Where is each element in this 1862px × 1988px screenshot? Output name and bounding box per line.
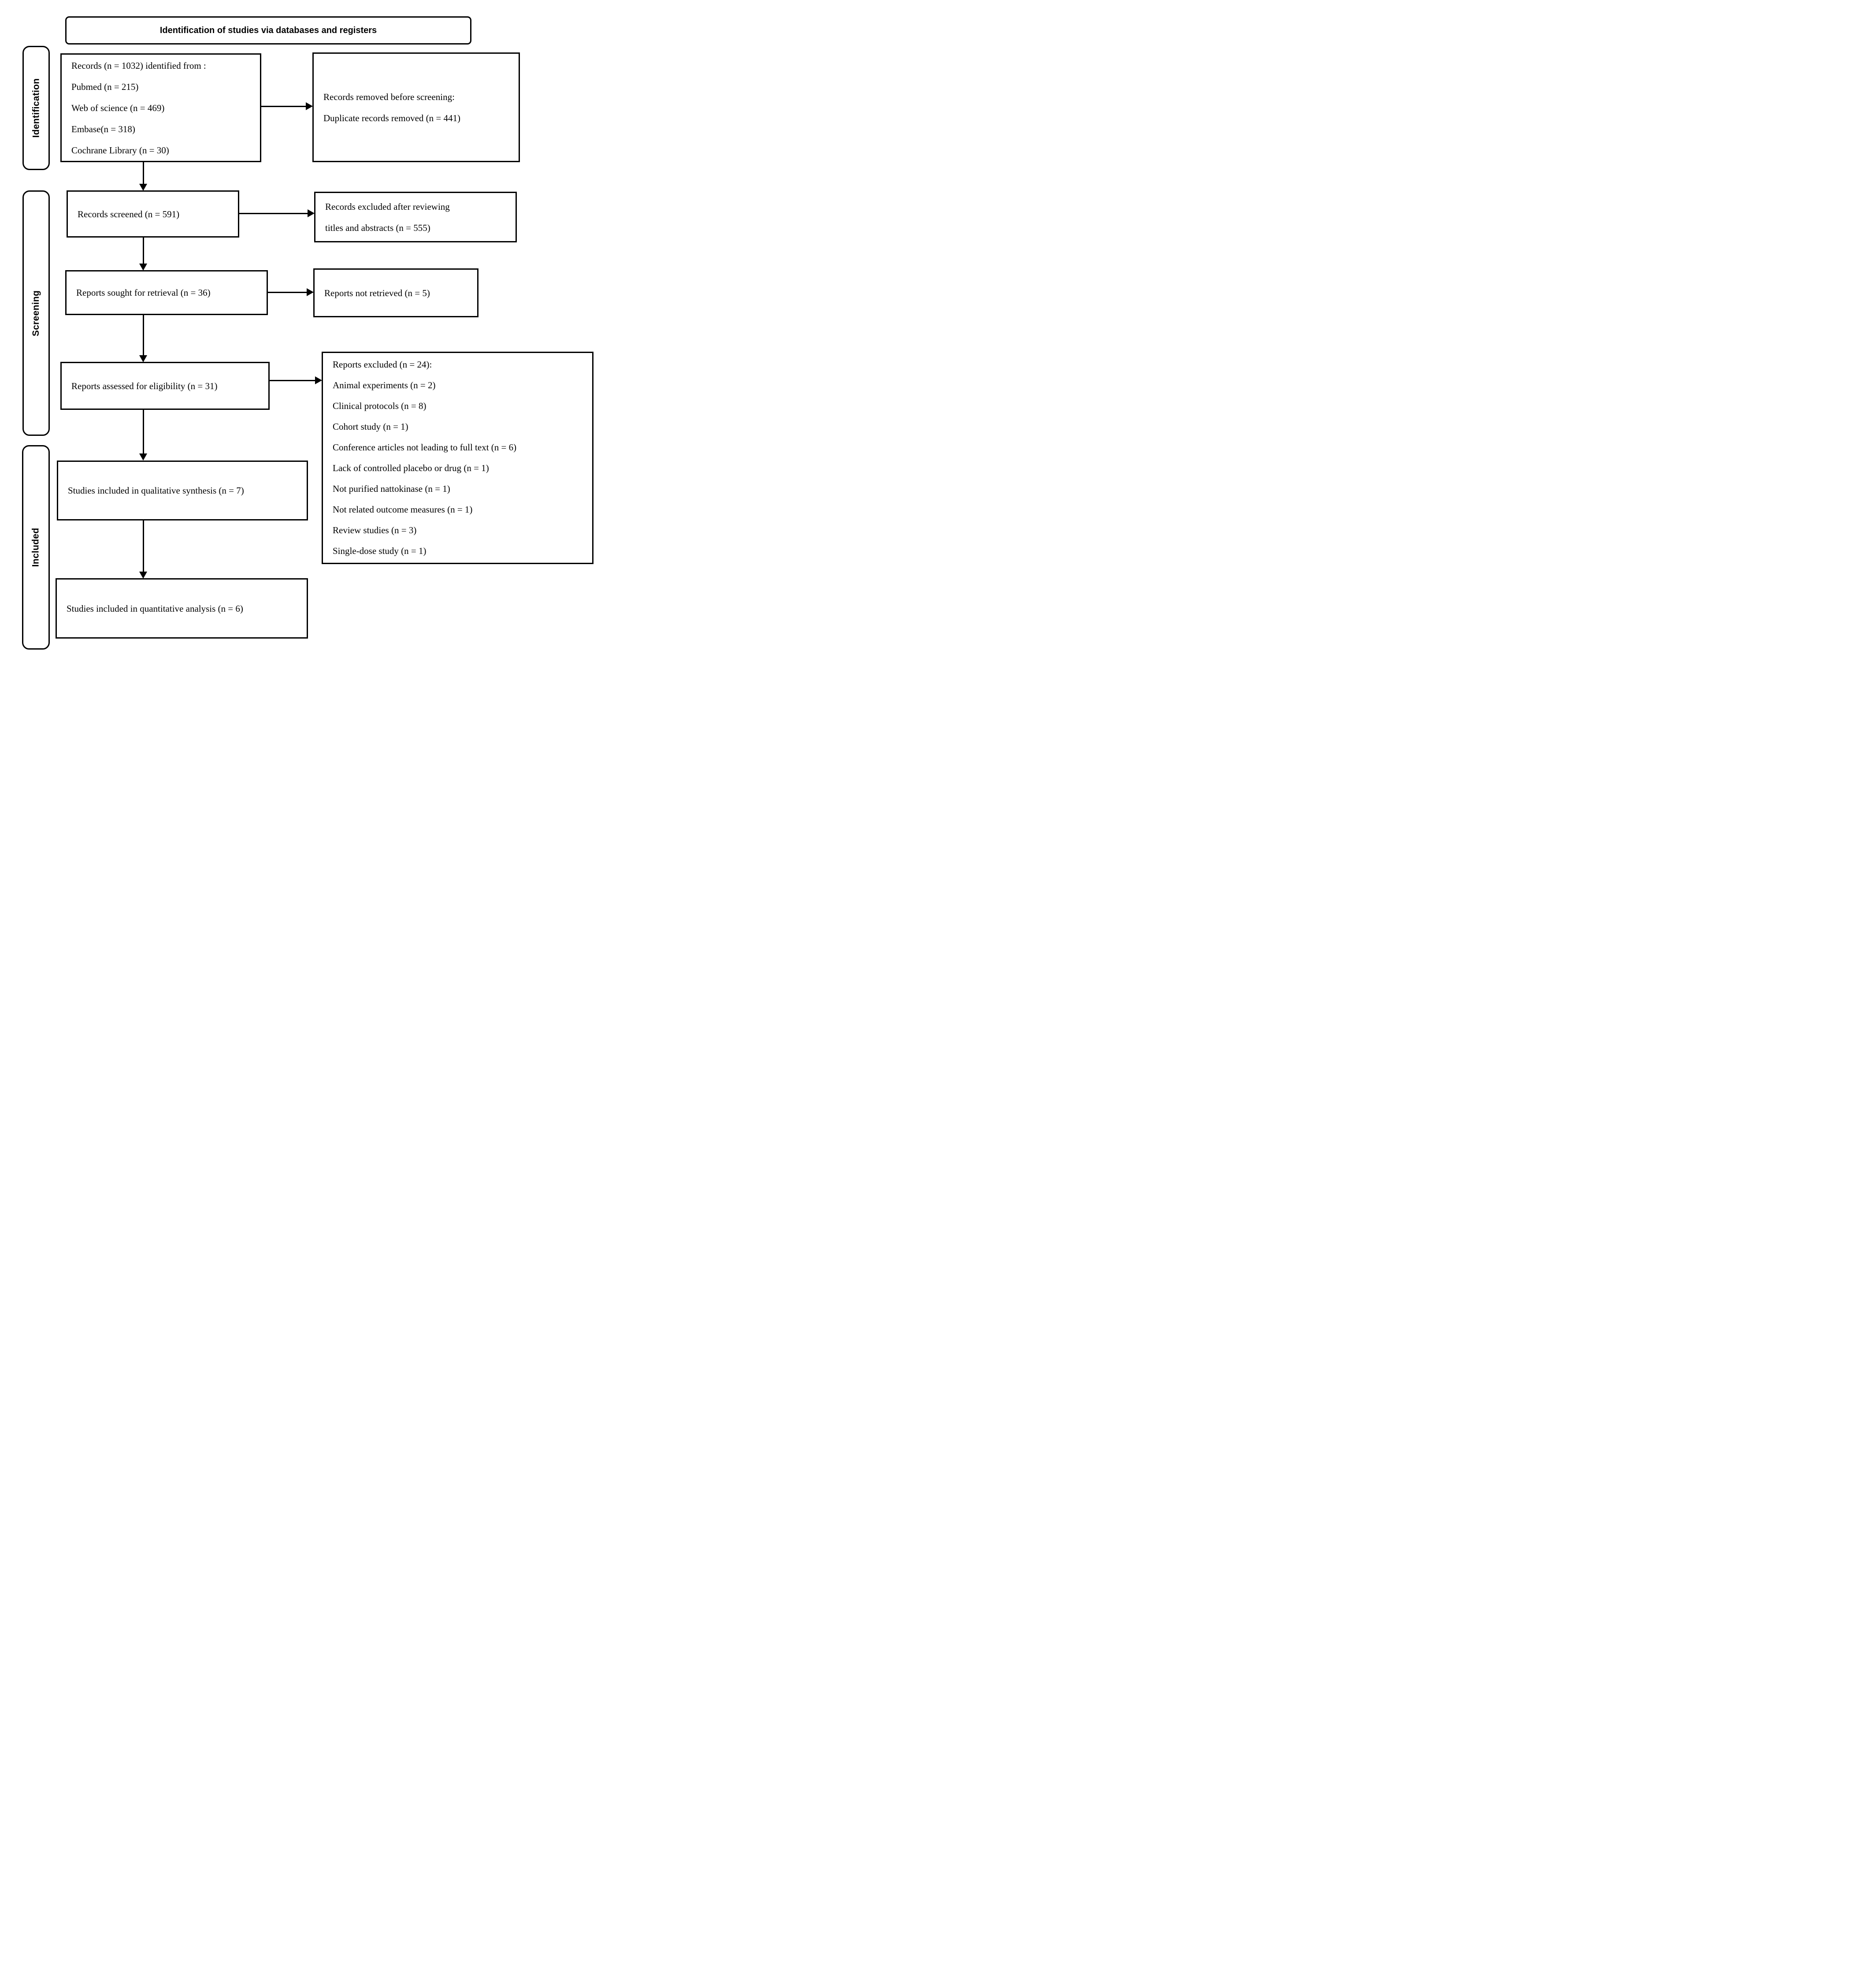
exclusion-reason: Cohort study (n = 1)	[333, 421, 408, 432]
diagram-title-box: Identification of studies via databases …	[65, 16, 471, 45]
records-excluded-line: Records excluded after reviewing	[325, 201, 450, 212]
box-reports-excluded-reasons: Reports excluded (n = 24): Animal experi…	[322, 352, 593, 564]
box-records-removed: Records removed before screening: Duplic…	[312, 52, 520, 162]
exclusion-reason: Lack of controlled placebo or drug (n = …	[333, 463, 489, 473]
arrow-screened-to-sought-head	[139, 264, 147, 271]
records-identified-line: Cochrane Library (n = 30)	[71, 145, 169, 156]
reports-sought-label: Reports sought for retrieval (n = 36)	[76, 287, 211, 298]
qualitative-synthesis-label: Studies included in qualitative synthesi…	[68, 485, 244, 496]
arrow-sought-to-assessed-head	[139, 355, 147, 362]
box-reports-sought: Reports sought for retrieval (n = 36)	[65, 270, 268, 315]
exclusion-reason: Clinical protocols (n = 8)	[333, 401, 427, 411]
box-records-excluded-titles: Records excluded after reviewing titles …	[314, 192, 517, 242]
box-reports-assessed: Reports assessed for eligibility (n = 31…	[60, 362, 270, 410]
arrow-assessed-to-qualitative-shaft	[143, 410, 144, 454]
arrow-identified-to-removed-shaft	[261, 106, 307, 107]
arrow-screened-to-excluded-head	[308, 209, 315, 217]
arrow-assessed-to-excluded-shaft	[270, 380, 316, 381]
records-removed-line: Duplicate records removed (n = 441)	[323, 112, 460, 123]
records-excluded-line: titles and abstracts (n = 555)	[325, 222, 430, 233]
records-removed-line: Records removed before screening:	[323, 91, 455, 102]
records-identified-line: Web of science (n = 469)	[71, 102, 165, 113]
exclusion-reason: Not related outcome measures (n = 1)	[333, 504, 473, 515]
arrow-qualitative-to-quantitative-head	[139, 572, 147, 579]
arrow-sought-to-notretrieved-shaft	[268, 292, 308, 293]
arrow-identified-to-screened-head	[139, 184, 147, 191]
stage-included-label: Included	[30, 528, 41, 567]
exclusion-reason: Review studies (n = 3)	[333, 525, 417, 535]
records-identified-line: Records (n = 1032) identified from :	[71, 60, 206, 71]
diagram-title: Identification of studies via databases …	[159, 25, 377, 35]
box-records-identified: Records (n = 1032) identified from : Pub…	[60, 53, 261, 162]
box-qualitative-synthesis: Studies included in qualitative synthesi…	[57, 461, 308, 520]
arrow-screened-to-excluded-shaft	[239, 213, 308, 214]
stage-identification: Identification	[22, 46, 50, 170]
records-screened-label: Records screened (n = 591)	[78, 208, 180, 219]
quantitative-analysis-label: Studies included in quantitative analysi…	[67, 603, 243, 614]
stage-screening: Screening	[22, 190, 50, 436]
exclusion-reason: Not purified nattokinase (n = 1)	[333, 483, 450, 494]
reports-not-retrieved-label: Reports not retrieved (n = 5)	[324, 287, 430, 298]
arrow-sought-to-assessed-shaft	[143, 315, 144, 356]
box-reports-not-retrieved: Reports not retrieved (n = 5)	[313, 268, 478, 317]
arrow-assessed-to-qualitative-head	[139, 453, 147, 461]
records-identified-line: Embase(n = 318)	[71, 123, 135, 134]
exclusion-reason: Conference articles not leading to full …	[333, 442, 517, 453]
exclusion-reason: Animal experiments (n = 2)	[333, 380, 436, 390]
box-records-screened: Records screened (n = 591)	[67, 190, 239, 238]
arrow-identified-to-screened-shaft	[143, 162, 144, 185]
arrow-assessed-to-excluded-head	[315, 376, 322, 384]
arrow-sought-to-notretrieved-head	[307, 288, 314, 296]
reports-assessed-label: Reports assessed for eligibility (n = 31…	[71, 380, 218, 391]
stage-screening-label: Screening	[31, 290, 41, 336]
exclusion-reason: Reports excluded (n = 24):	[333, 359, 432, 370]
arrow-screened-to-sought-shaft	[143, 238, 144, 264]
stage-identification-label: Identification	[31, 78, 41, 138]
prisma-flow-diagram: Identification of studies via databases …	[0, 0, 621, 663]
stage-included: Included	[22, 445, 50, 650]
exclusion-reason: Single-dose study (n = 1)	[333, 546, 427, 556]
arrow-qualitative-to-quantitative-shaft	[143, 520, 144, 572]
arrow-identified-to-removed-head	[306, 102, 313, 110]
box-quantitative-analysis: Studies included in quantitative analysi…	[56, 578, 308, 639]
records-identified-line: Pubmed (n = 215)	[71, 81, 139, 92]
